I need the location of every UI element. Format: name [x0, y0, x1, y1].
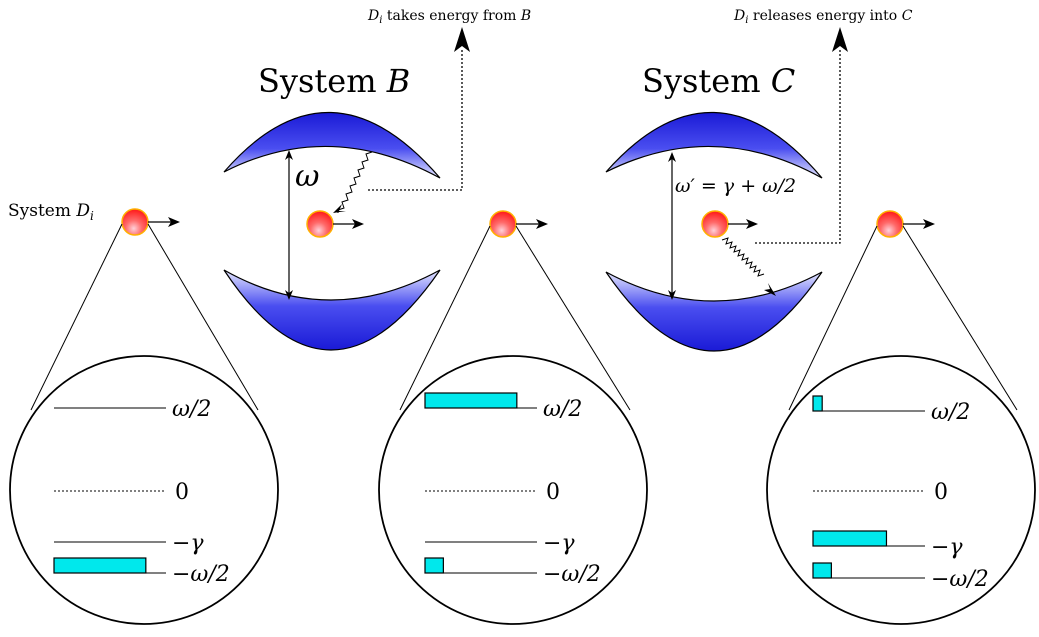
level-zero-label: 0: [934, 480, 948, 505]
occupation-bars-2: [424, 392, 518, 574]
occupation-bar-bottom: [424, 557, 444, 574]
gap-arrow-c: [668, 152, 676, 300]
occupation-bar-bottom: [53, 557, 147, 574]
gap-label-b: ω: [295, 159, 319, 194]
mirror-b-top: [223, 111, 441, 179]
particle-d-2: [489, 210, 548, 238]
system-c-title: System C: [642, 62, 795, 100]
level-bottom-label: −ω/2: [543, 562, 601, 587]
occupation-bars-1: [53, 557, 147, 574]
level-gamma-label: −γ: [172, 531, 204, 556]
svg-text:Di releases energy into C: Di releases energy into C: [733, 8, 913, 26]
level-zero-label: 0: [175, 480, 189, 505]
occupation-bar-bottom: [812, 562, 832, 579]
gap-label-c: ω′ = γ + ω/2: [675, 175, 796, 197]
annotation-b-takes: Di takes energy from B: [367, 8, 531, 26]
leader-c: [755, 27, 848, 244]
level-gamma-label: −γ: [931, 535, 963, 560]
leader-b: [368, 27, 470, 191]
photon-c: [721, 237, 765, 277]
svg-text:System C: System C: [642, 62, 795, 100]
level-top-label: ω/2: [931, 400, 970, 425]
level-gamma-label: −γ: [543, 531, 575, 556]
zoom-3: ω/2 0 −γ −ω/2: [766, 225, 1036, 625]
particle-d-3: [876, 210, 935, 238]
occupation-bar-top: [424, 392, 518, 409]
level-top-label: ω/2: [543, 397, 582, 422]
photon-arrow-icon: [333, 204, 346, 213]
occupation-bar-top: [812, 395, 823, 412]
gap-arrow-b: [285, 150, 293, 300]
zoom-2: ω/2 0 −γ −ω/2: [378, 225, 648, 625]
zoom-1: ω/2 0 −γ −ω/2: [9, 223, 279, 625]
annotation-c-releases: Di releases energy into C: [733, 8, 913, 26]
particle-c: [701, 210, 758, 238]
svg-text:System Di: System Di: [8, 201, 94, 223]
photon-b: [337, 151, 373, 213]
particle-d-1: [121, 208, 180, 236]
particle-b: [306, 210, 364, 238]
system-b-title: System B: [258, 62, 410, 100]
mirror-c-top: [605, 111, 823, 179]
mirror-b-bottom: [223, 269, 441, 351]
level-zero-label: 0: [546, 480, 560, 505]
occupation-bar-gamma: [812, 530, 888, 547]
occupation-bars-3: [812, 395, 888, 579]
mirror-c-bottom: [605, 271, 823, 352]
photon-arrow-icon: [764, 283, 776, 296]
arrow-up-icon: [832, 27, 848, 52]
level-top-label: ω/2: [172, 397, 211, 422]
svg-text:System B: System B: [258, 62, 410, 100]
svg-text:Di takes energy from B: Di takes energy from B: [367, 8, 531, 26]
level-bottom-label: −ω/2: [172, 562, 230, 587]
arrow-up-icon: [454, 27, 470, 52]
system-d-label: System Di: [8, 201, 94, 223]
level-bottom-label: −ω/2: [931, 567, 989, 592]
